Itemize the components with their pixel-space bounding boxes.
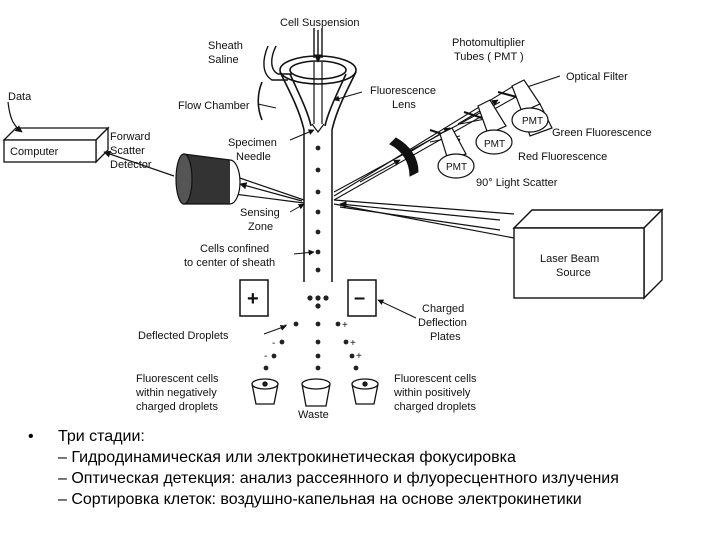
pmt-tubes [437,79,553,179]
label-sensing-zone: Sensing [240,207,280,219]
label-forward-scatter-3: Detector [110,159,152,171]
svg-text:-: - [284,320,287,331]
label-charged-plates-2: Deflection [418,317,467,329]
label-green-fluorescence: Green Fluorescence [552,127,652,139]
label-pmt-top: PMT [522,116,543,127]
label-optical-filter: Optical Filter [566,71,628,83]
plus-plate-label: + [247,288,259,310]
tube-negative [251,378,279,405]
cell-suspension-inlet [313,28,323,63]
pmt-bottom [437,127,475,179]
label-positive-cells: Fluorescent cells [394,373,477,385]
label-cells-confined-2: to center of sheath [184,257,275,269]
label-charged-plates: Charged [422,303,464,315]
label-computer: Computer [10,146,59,158]
label-red-fluorescence: Red Fluorescence [518,151,607,163]
stage-item-text: – Гидродинамическая или электрокинетичес… [58,449,516,466]
stages-list: • Три стадии: – Гидродинамическая или эл… [28,426,718,510]
stage-item-text: – Сортировка клеток: воздушно-капельная … [58,491,582,508]
flow-cytometer-diagram: - + - + - + Cell Suspension Sheath [2,17,664,420]
stage-item: – Оптическая детекция: анализ рассеянног… [58,468,718,489]
label-charged-plates-3: Plates [430,331,461,343]
label-laser-beam-source: Laser Beam [540,253,599,265]
sheath-stream [303,130,333,282]
label-specimen-needle-2: Needle [236,151,271,163]
sheath-saline-tube [263,45,292,81]
label-pointers [257,91,417,335]
droplets [263,295,359,371]
forward-scatter-detector [175,153,241,205]
specimen-needle [311,62,325,133]
svg-text:+: + [342,320,348,331]
svg-text:-: - [272,338,275,349]
deflection-plates [239,279,377,317]
laser-beam-source [512,208,664,300]
minus-plate-label: – [354,287,365,309]
svg-text:+: + [356,351,362,362]
tube-positive [351,378,379,405]
pmt-middle [475,99,513,155]
label-sheath-saline: Sheath [208,40,243,52]
label-forward-scatter: Forward [110,131,150,143]
label-negative-cells-2: within negatively [135,387,217,399]
stages-sublist: – Гидродинамическая или электрокинетичес… [28,447,718,510]
label-photomultiplier-2: Tubes ( PMT ) [454,51,524,63]
stage-item: – Сортировка клеток: воздушно-капельная … [58,489,718,510]
label-negative-cells: Fluorescent cells [136,373,219,385]
svg-text:-: - [264,351,267,362]
label-waste: Waste [298,409,329,420]
label-forward-scatter-2: Scatter [110,145,145,157]
label-flow-chamber: Flow Chamber [178,100,250,112]
label-fluorescence-lens-2: Lens [392,99,416,111]
label-positive-cells-2: within positively [393,387,471,399]
stage-item: – Гидродинамическая или электрокинетичес… [58,447,718,468]
stages-heading-row: • Три стадии: [28,426,718,447]
label-fluorescence-lens: Fluorescence [370,85,436,97]
fluorescence-lens [389,137,419,177]
label-cells-confined: Cells confined [200,243,269,255]
label-data: Data [8,91,32,103]
label-positive-cells-3: charged droplets [394,401,476,413]
label-laser-beam-source-2: Source [556,267,591,279]
label-photomultiplier: Photomultiplier [452,37,525,49]
svg-text:+: + [350,338,356,349]
label-light-scatter: 90° Light Scatter [476,177,558,189]
label-sheath-saline-2: Saline [208,54,239,66]
forward-scatter-beam [233,175,305,204]
label-deflected-droplets: Deflected Droplets [138,330,229,342]
label-specimen-needle: Specimen [228,137,277,149]
stage-item-text: – Оптическая детекция: анализ рассеянног… [58,470,619,487]
label-pmt-bottom: PMT [446,162,467,173]
stages-heading: Три стадии: [58,428,145,445]
label-sensing-zone-2: Zone [248,221,273,233]
bullet-marker: • [28,428,34,445]
tube-waste [301,378,331,407]
cells-in-stream [315,145,321,273]
label-negative-cells-3: charged droplets [136,401,218,413]
pmt-top [511,79,553,137]
collection-tubes [251,378,379,407]
label-pmt-middle: PMT [484,139,505,150]
laser-beam [333,199,515,239]
data-connection [7,101,175,177]
computer-box [2,126,110,164]
label-cell-suspension: Cell Suspension [280,17,360,29]
flow-chamber [257,55,357,131]
